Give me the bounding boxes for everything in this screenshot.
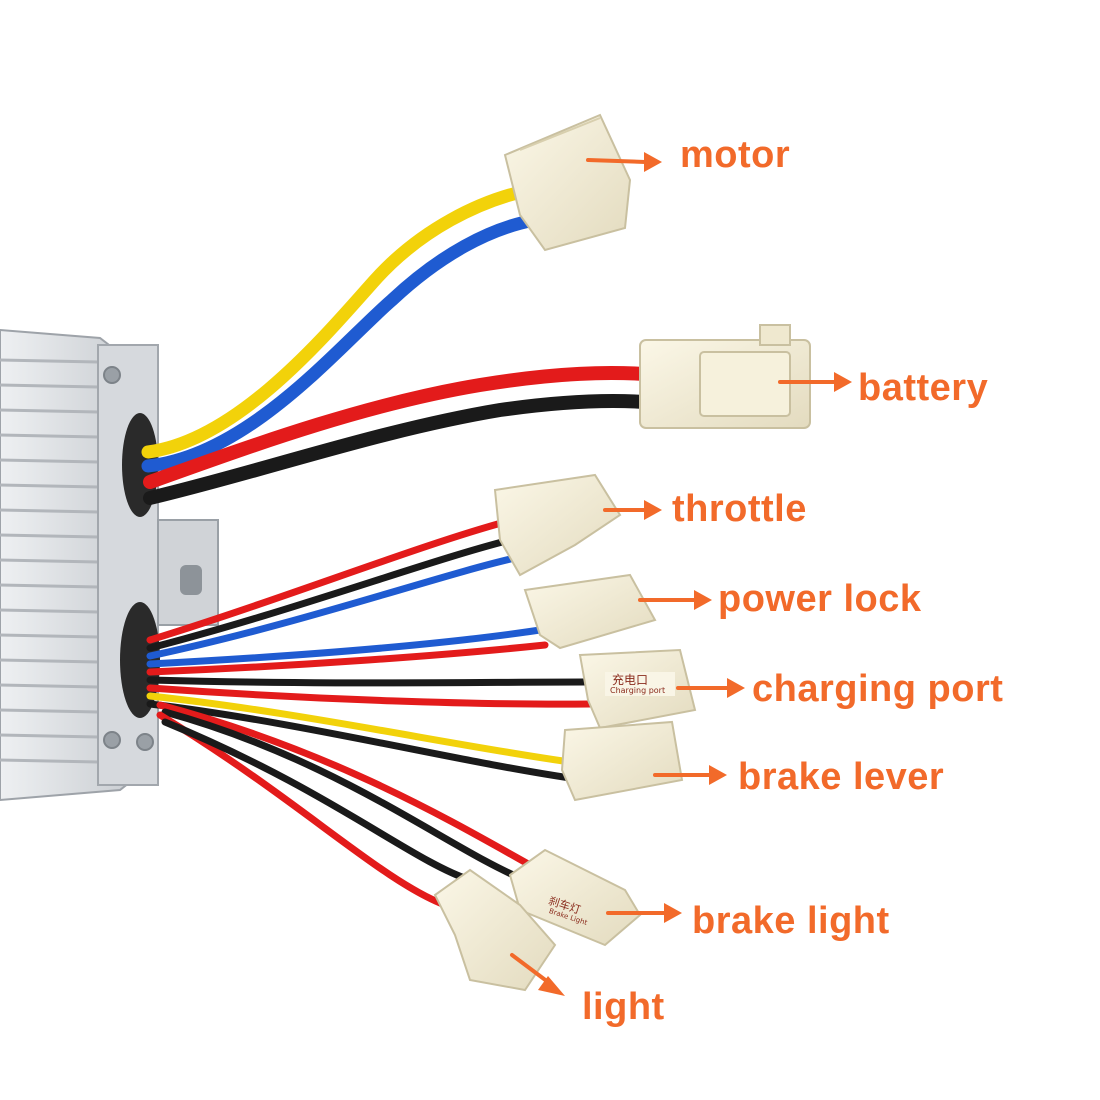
controller-housing: [0, 328, 219, 802]
arrow-brake-lever-icon: [653, 765, 727, 785]
label-throttle: throttle: [672, 488, 807, 530]
arrow-battery-icon: [778, 372, 852, 392]
arrow-throttle-icon: [603, 500, 662, 520]
wire-battery-black: [143, 393, 652, 505]
connector-battery: [639, 324, 811, 429]
signal-wires: [146, 518, 594, 909]
charging-connector-en-text: Charging port: [610, 686, 666, 695]
label-power-lock: power lock: [718, 578, 922, 620]
label-motor: motor: [680, 134, 791, 176]
arrow-power-lock-icon: [638, 590, 712, 610]
arrow-brake-light-icon: [606, 903, 682, 923]
main-wires: [141, 183, 652, 505]
arrow-light-icon: [510, 953, 565, 996]
label-light: light: [582, 986, 665, 1028]
connector-light: [433, 868, 557, 992]
label-brake-lever: brake lever: [738, 756, 945, 798]
connector-motor: [503, 113, 632, 252]
connectors: [433, 113, 811, 992]
connector-brake-lever: [560, 720, 684, 802]
label-brake-light: brake light: [692, 900, 890, 942]
label-arrows: [510, 152, 852, 996]
connector-charging-port: [578, 648, 697, 730]
arrow-motor-icon: [586, 152, 662, 172]
label-charging-port: charging port: [752, 668, 1004, 710]
connector-throttle: [493, 473, 622, 577]
label-battery: battery: [858, 367, 989, 409]
wire-battery-red: [143, 366, 652, 489]
charging-connector-cn-text: 充电口: [612, 673, 649, 687]
connector-power-lock: [523, 573, 657, 650]
arrow-charging-port-icon: [676, 678, 745, 698]
wire-motor-yellow: [141, 183, 537, 459]
wire-motor-blue: [141, 213, 542, 473]
